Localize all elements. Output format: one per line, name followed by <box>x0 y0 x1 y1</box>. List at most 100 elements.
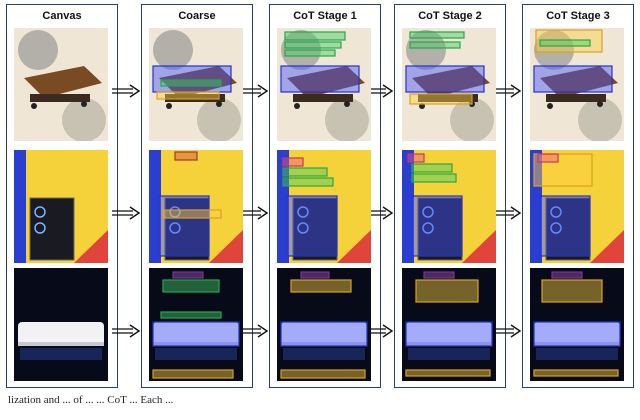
text-box <box>415 279 479 303</box>
blue-stripe <box>402 150 414 263</box>
thumbnail-pc-case <box>14 150 108 263</box>
wheel <box>81 101 87 107</box>
thumbnail-image <box>277 28 371 141</box>
object-box <box>158 195 210 257</box>
text-box <box>411 163 453 173</box>
rocks <box>325 98 369 141</box>
thumbnail-workbench <box>14 28 108 141</box>
title-box <box>300 271 330 279</box>
workbench-base <box>165 94 225 102</box>
pc-case <box>29 197 75 261</box>
fan <box>550 206 562 218</box>
object-box <box>411 195 463 257</box>
object-box <box>286 195 338 257</box>
fan <box>297 206 309 218</box>
ac-vent <box>406 342 492 346</box>
text-box <box>152 369 234 379</box>
object-box <box>152 321 240 347</box>
text-box <box>162 279 220 293</box>
arrow-right-icon <box>111 84 141 98</box>
ac-vent <box>153 342 239 346</box>
cold-air <box>283 348 365 360</box>
workbench-top <box>159 66 237 98</box>
text-box <box>282 167 328 177</box>
cold-air <box>408 348 490 360</box>
object-box <box>280 321 368 347</box>
text-box <box>290 279 352 293</box>
air-conditioner <box>406 322 492 346</box>
figure-caption: lization and ... of ... ... CoT ... Each… <box>8 394 174 406</box>
thumbnail-air-conditioner <box>149 268 243 381</box>
text-box <box>160 79 222 87</box>
blue-stripe <box>530 150 542 263</box>
thumbnail-image <box>149 150 243 263</box>
arrow-right-icon <box>492 206 522 220</box>
panel-title: CoT Stage 3 <box>546 10 610 22</box>
fan <box>34 222 46 234</box>
wheel <box>597 101 603 107</box>
text-box <box>284 49 336 57</box>
wheel <box>31 103 37 109</box>
workbench-base <box>418 94 478 102</box>
fan <box>297 222 309 234</box>
workbench-top <box>287 66 365 98</box>
thumbnail-air-conditioner <box>402 268 496 381</box>
rocks <box>450 98 494 141</box>
thumbnail-image <box>14 150 108 263</box>
thumbnail-workbench <box>402 28 496 141</box>
title-box <box>282 157 304 167</box>
fan <box>422 222 434 234</box>
thumbnail-image <box>530 268 624 381</box>
workbench-base <box>293 94 353 102</box>
arrow-right-icon <box>111 206 141 220</box>
thumbnail-image <box>530 28 624 141</box>
title-box <box>172 271 204 279</box>
thumbnail-air-conditioner <box>14 268 108 381</box>
arrow-right-icon <box>492 324 522 338</box>
red-corner <box>462 230 496 263</box>
wheel <box>547 103 553 109</box>
text-box <box>409 41 461 49</box>
panel-title: Canvas <box>42 10 82 22</box>
thumbnail-air-conditioner <box>530 268 624 381</box>
wheel <box>166 103 172 109</box>
blue-stripe <box>14 150 26 263</box>
thumbnail-pc-case <box>277 150 371 263</box>
air-conditioner <box>153 322 239 346</box>
cold-air <box>155 348 237 360</box>
thumbnail-image <box>14 28 108 141</box>
wheel <box>294 103 300 109</box>
text-box <box>539 39 591 47</box>
fan <box>169 222 181 234</box>
ink-smudge <box>406 30 446 70</box>
ac-vent <box>281 342 367 346</box>
thumbnail-pc-case <box>402 150 496 263</box>
panel-title: CoT Stage 2 <box>418 10 482 22</box>
title-box <box>551 271 583 279</box>
arrow-right-icon <box>239 206 269 220</box>
ink-smudge <box>153 30 193 70</box>
rocks <box>578 98 622 141</box>
title-box <box>423 271 455 279</box>
arrow-right-icon <box>239 324 269 338</box>
ac-vent <box>534 342 620 346</box>
thumbnail-pc-case <box>530 150 624 263</box>
thumbnail-image <box>530 150 624 263</box>
text-box <box>284 41 342 49</box>
wheel <box>344 101 350 107</box>
ac-vent <box>18 342 104 346</box>
panel-title: Coarse <box>178 10 216 22</box>
thumbnail-image <box>402 150 496 263</box>
blue-stripe <box>149 150 161 263</box>
workbench-top <box>24 66 102 98</box>
air-conditioner <box>281 322 367 346</box>
text-box <box>282 177 334 187</box>
red-corner <box>590 230 624 263</box>
ink-smudge <box>18 30 58 70</box>
workbench-top <box>540 66 618 98</box>
thumbnail-pc-case <box>149 150 243 263</box>
text-box <box>411 173 457 183</box>
text-box <box>533 369 619 377</box>
thumbnail-image <box>149 28 243 141</box>
arrow-right-icon <box>239 84 269 98</box>
